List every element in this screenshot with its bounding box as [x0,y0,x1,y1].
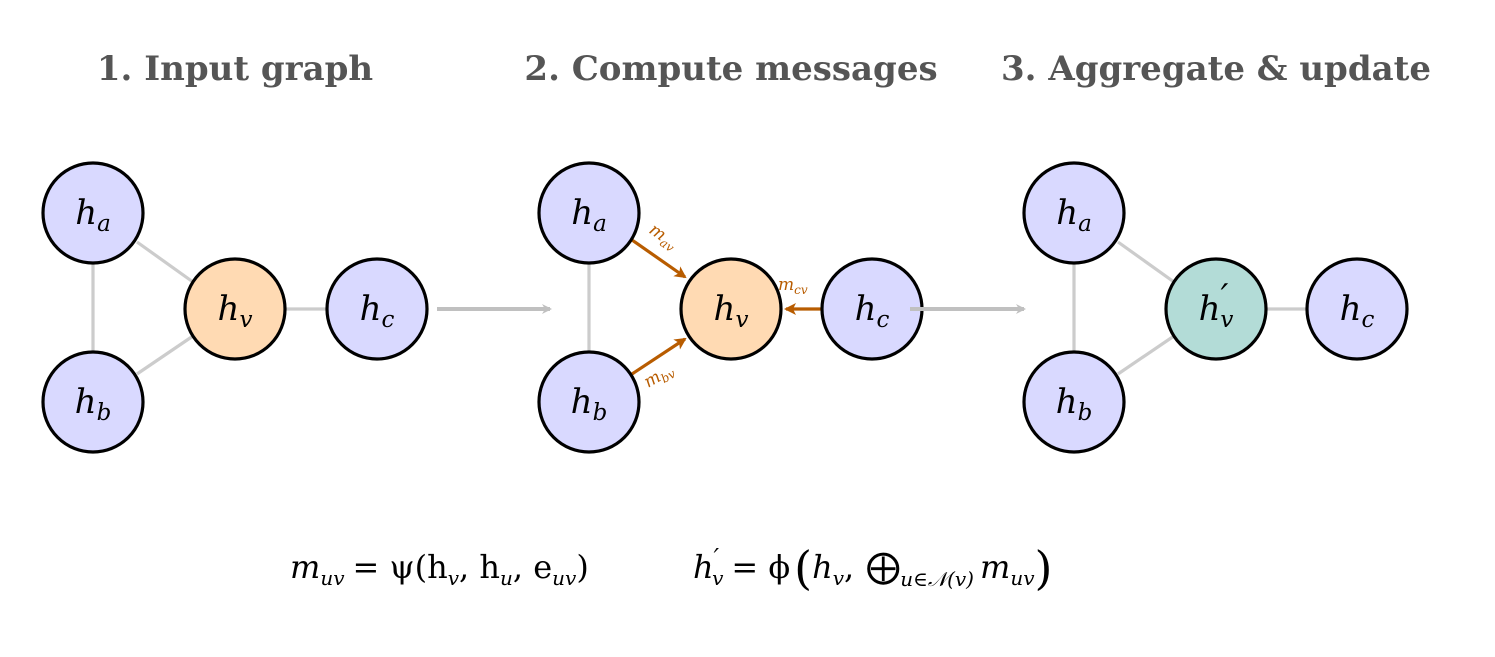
edge-a-v [136,240,194,284]
node-h-a: ha [537,161,641,265]
svg-text:hv: hv [714,289,749,333]
panel-2-graph: mav mbv mcv ha hb hv hc [537,161,924,454]
edge-b-v [136,334,194,376]
node-h-v: hv [679,257,783,361]
update-equation: h′v= ϕ(hv,⨁u∈𝒩(v)muv) [693,541,1052,595]
svg-text:hc: hc [360,289,395,333]
panel-2-title: 2. Compute messages [524,49,937,89]
panel-3-graph: ha hb h′v hc [1022,161,1409,454]
message-label-cv: mcv [778,275,808,297]
node-h-a: ha [1022,161,1126,265]
message-equation: muv= ψ(hv, hu, euv) [290,548,589,590]
node-h-v: hv [183,257,287,361]
svg-text:hc: hc [1340,289,1375,333]
message-label-bv: mbv [641,360,679,394]
message-label-av: mav [644,220,681,255]
svg-text:ha: ha [75,193,111,237]
node-h-c: hc [325,257,429,361]
svg-text:hb: hb [1056,382,1093,426]
node-h-b: hb [1022,350,1126,454]
node-h-b: hb [537,350,641,454]
edge-a-v [1117,240,1175,284]
svg-text:hb: hb [571,382,608,426]
panel-1-graph: ha hb hv hc [41,161,429,454]
edge-b-v [1117,334,1175,376]
svg-text:ha: ha [571,193,607,237]
panel-1-title: 1. Input graph [97,49,373,89]
node-h-c: hc [820,257,924,361]
svg-text:hb: hb [75,382,112,426]
node-h-v-updated: h′v [1164,257,1268,361]
node-h-b: hb [41,350,145,454]
svg-text:hv: hv [218,289,253,333]
node-h-c: hc [1305,257,1409,361]
svg-text:ha: ha [1056,193,1092,237]
svg-text:hc: hc [855,289,890,333]
message-arrow-b-v [631,337,687,376]
panel-3-title: 3. Aggregate & update [1001,49,1431,89]
svg-text:h′v: h′v [1199,277,1234,333]
message-arrow-a-v [631,238,687,279]
node-h-a: ha [41,161,145,265]
